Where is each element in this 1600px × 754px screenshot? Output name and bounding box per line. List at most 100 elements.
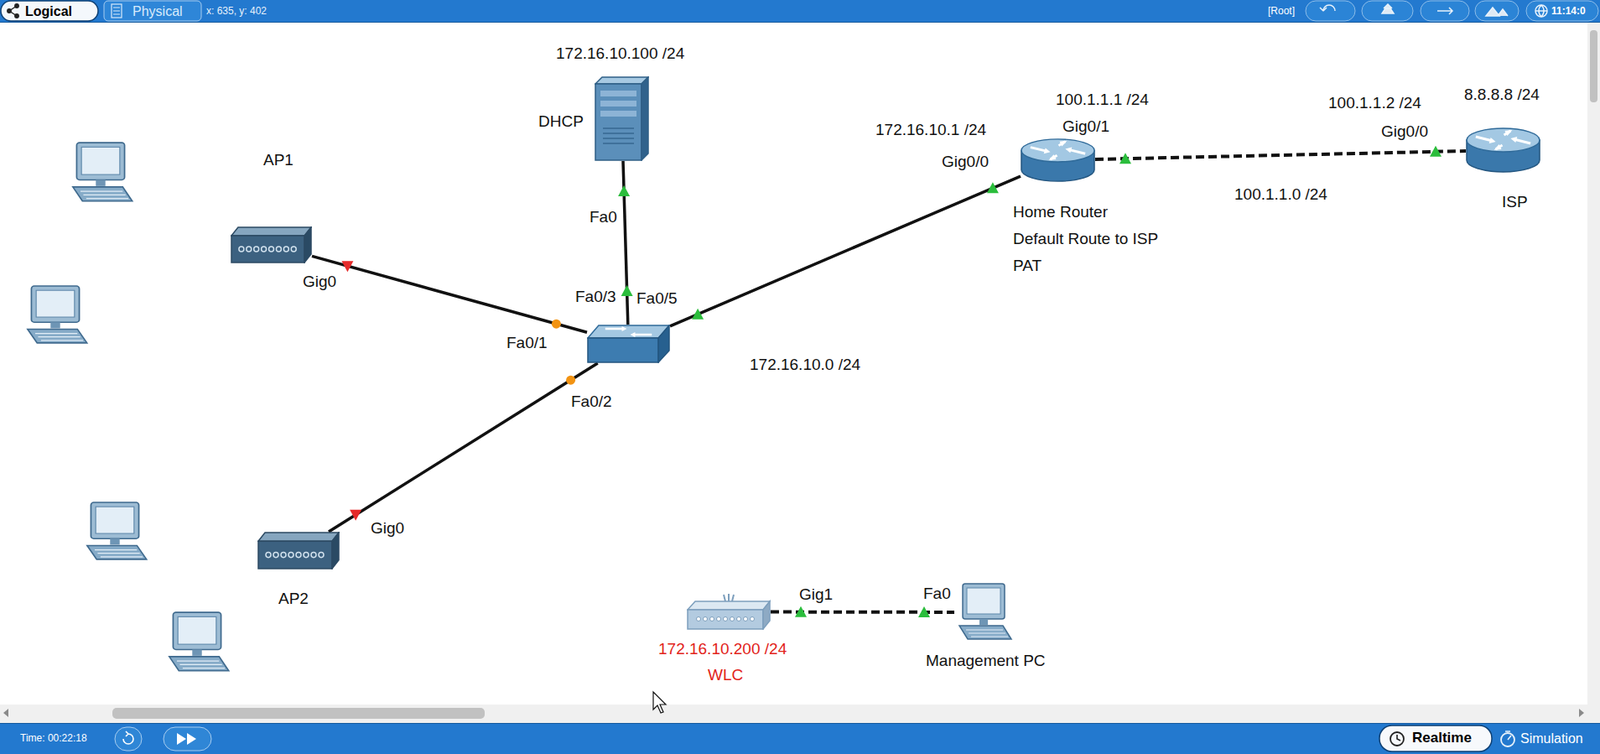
link-light [341, 260, 354, 272]
device-note: Home Router Default Route to ISP PAT [1012, 198, 1159, 280]
ap-icon [230, 226, 312, 264]
toolbar-glyphs [1319, 4, 1548, 17]
port-label: Fa0/2 [571, 392, 613, 411]
port-label: Fa0 [923, 584, 951, 603]
wireless-pc [27, 285, 88, 343]
drawing-part [3, 708, 9, 717]
port-label: Gig1 [799, 585, 833, 604]
realtime-button [1379, 725, 1492, 752]
drawing-part [0, 722, 1600, 724]
drawing-part [1505, 731, 1512, 740]
link-light [621, 285, 634, 297]
access-point-node: Gig0AP2 [257, 531, 340, 570]
fast-forward-button [163, 727, 212, 751]
horizontal-scrollbar [0, 704, 1588, 723]
drawing-part [1319, 5, 1336, 11]
router-node: 100.1.1.2 /24Gig0/08.8.8.8 /24ISP [1465, 125, 1541, 175]
pc-icon [959, 583, 1012, 639]
router-icon [1466, 128, 1540, 172]
drawing-part [187, 732, 197, 745]
port-label: Gig0 [370, 519, 405, 538]
wireless-pc [87, 502, 147, 560]
top-bar [0, 0, 1600, 23]
straight-cable [670, 176, 1021, 327]
wireless-pc [169, 612, 229, 671]
drawing-part [311, 150, 1466, 613]
server-node: 172.16.10.100 /24DHCPFa0 [594, 76, 650, 162]
simulation-icon [1501, 731, 1515, 747]
drawing-part [1420, 0, 1470, 21]
switch-icon [587, 325, 670, 363]
router-icon [1021, 139, 1095, 182]
switch-icon [587, 324, 671, 364]
time-label: Time: 00:22:18 [20, 732, 88, 744]
drawing-part [1526, 0, 1599, 21]
drawing-part [15, 14, 19, 18]
vertical-scrollbar [1587, 22, 1600, 724]
clock-label: 11:14:0 [1551, 5, 1586, 17]
mode-label: Simulation [1520, 730, 1584, 747]
pc-icon [954, 581, 1013, 643]
link-light [349, 509, 362, 521]
device-label: AP2 [278, 589, 309, 608]
link-light [691, 308, 704, 320]
network-label: 100.1.1.0 /24 [1234, 184, 1328, 204]
wlc-icon [686, 593, 771, 630]
drawing-part [113, 7, 120, 15]
device-label: WLC [707, 665, 743, 685]
access-point-node: AP1Gig0 [230, 226, 312, 264]
physical-tab [103, 0, 202, 21]
port-label: Fa0/3 [575, 287, 617, 307]
ip-label: 172.16.10.1 /24 [875, 120, 987, 140]
port-label: Fa0 [589, 207, 618, 227]
drawing-part [176, 732, 187, 745]
link-light [1119, 152, 1132, 164]
drawing-part [1579, 708, 1585, 717]
crossover-cable [1095, 150, 1466, 160]
drawing-part [1475, 0, 1519, 21]
wlc-node: Gig1172.16.10.200 /24WLC [686, 593, 771, 630]
port-label: Gig0/0 [941, 152, 989, 172]
tab-label: Logical [25, 3, 73, 20]
link-light [1429, 145, 1442, 157]
toolbar-buttons [1305, 0, 1599, 21]
logical-tab [0, 0, 99, 21]
tab-label: Physical [132, 3, 183, 20]
link-light [551, 319, 562, 329]
drawing-part [1397, 734, 1401, 741]
mouse-cursor [653, 691, 666, 713]
ip-label: 100.1.1.2 /24 [1328, 93, 1422, 113]
physical-icon [111, 4, 122, 18]
device-label: Management PC [925, 651, 1046, 671]
network-label: 172.16.10.0 /24 [749, 354, 861, 375]
link-light [618, 185, 630, 197]
root-label: [Root] [1267, 5, 1295, 17]
device-label: AP1 [263, 150, 294, 170]
wireless-pc [72, 142, 133, 202]
port-label: Gig0 [302, 272, 337, 291]
straight-cable [623, 161, 629, 325]
straight-cable [328, 363, 598, 532]
ap-icon [257, 531, 340, 570]
ip-label: 172.16.10.200 /24 [658, 639, 787, 659]
scroll-thumb [112, 707, 485, 719]
mode-label: Realtime [1412, 729, 1472, 747]
drawing-part [1390, 732, 1404, 746]
pc-node: Fa0Management PC [954, 581, 1013, 643]
server-icon [594, 76, 650, 162]
bottom-bar [0, 722, 1600, 754]
server-icon [595, 77, 649, 161]
link-light [566, 375, 576, 385]
drawing-part [1485, 7, 1508, 16]
drawing-part [1381, 4, 1394, 14]
port-label: Gig0/1 [1062, 117, 1110, 136]
switch-node: Fa0/3Fa0/5Fa0/1Fa0/2 [587, 324, 671, 364]
straight-cable [311, 255, 588, 333]
ap-icon [231, 227, 312, 263]
drawing-part [15, 4, 19, 8]
ap-icon [258, 532, 339, 569]
reset-button [114, 727, 142, 751]
ip-label: 8.8.8.8 /24 [1464, 85, 1540, 104]
